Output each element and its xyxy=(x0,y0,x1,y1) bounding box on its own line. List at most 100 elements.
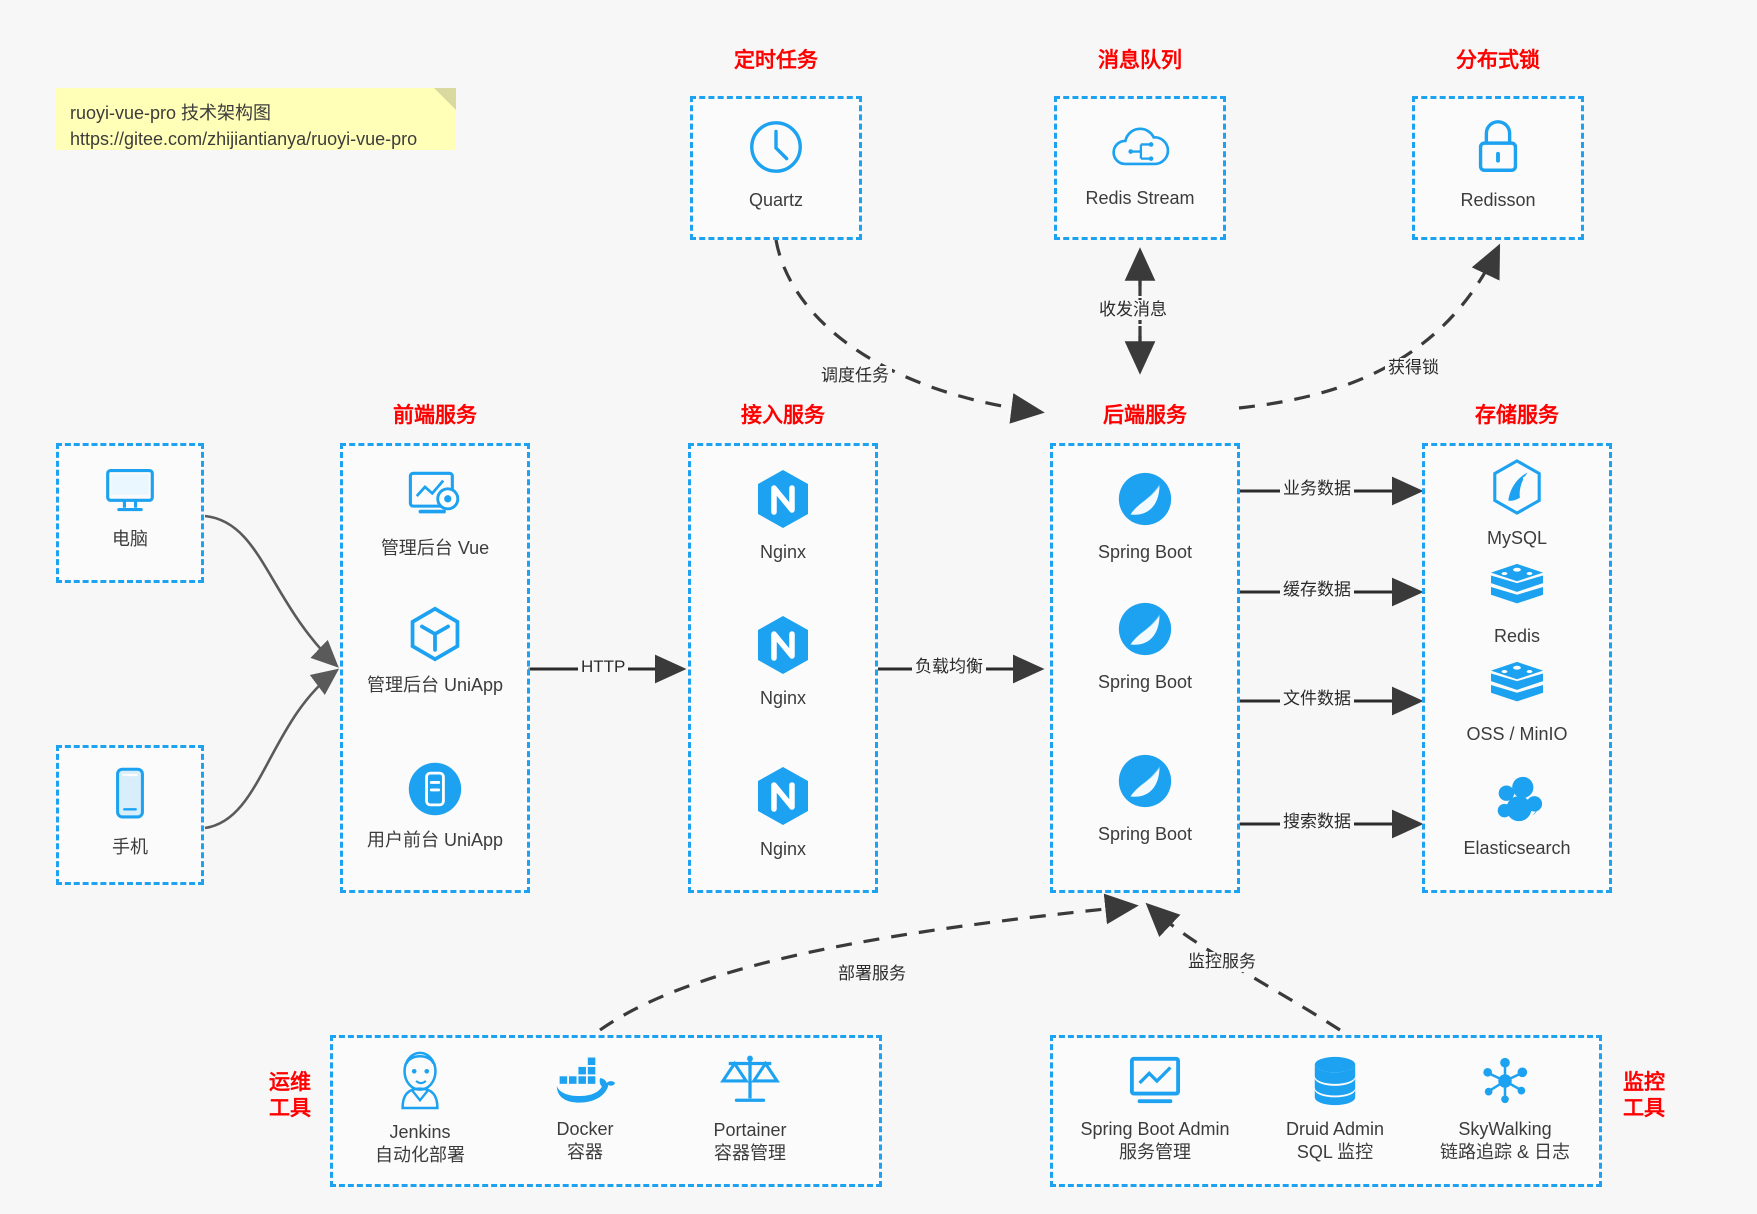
elasticsearch-icon xyxy=(1489,772,1545,831)
node-portainer[interactable]: Portainer 容器管理 xyxy=(670,1050,830,1165)
mobile-icon xyxy=(109,765,151,830)
node-label: Redis Stream xyxy=(1085,188,1195,208)
group-box-frontend xyxy=(340,443,530,893)
database-icon xyxy=(1308,1055,1362,1112)
node-label: 管理后台 Vue xyxy=(380,538,490,558)
node-spring-boot-2[interactable]: Spring Boot xyxy=(1050,598,1240,694)
edge-label-cache-data: 缓存数据 xyxy=(1280,580,1354,600)
node-redisson[interactable]: Redisson xyxy=(1412,116,1584,212)
edge-label-monitor-service: 监控服务 xyxy=(1185,952,1259,972)
note-line-1: ruoyi-vue-pro 技术架构图 xyxy=(70,103,272,123)
group-title-monitoring: 监控 工具 xyxy=(1612,1070,1676,1122)
nginx-icon xyxy=(754,468,812,535)
group-title-storage: 存储服务 xyxy=(1475,404,1559,427)
node-label: OSS / MinIO xyxy=(1466,724,1568,744)
node-label: Portainer xyxy=(713,1120,787,1140)
phone-app-icon xyxy=(406,760,464,823)
group-title-devops-line1: 运维 xyxy=(269,1071,311,1094)
node-sublabel: SQL 监控 xyxy=(1296,1142,1374,1162)
title-note: ruoyi-vue-pro 技术架构图 https://gitee.com/zh… xyxy=(56,88,456,150)
group-title-monitoring-line1: 监控 xyxy=(1623,1071,1665,1094)
edge-label-file-data: 文件数据 xyxy=(1280,689,1354,709)
node-admin-uniapp[interactable]: 管理后台 UniApp xyxy=(340,605,530,697)
node-label: 管理后台 UniApp xyxy=(366,675,504,695)
clock-icon xyxy=(745,116,807,183)
node-docker[interactable]: Docker 容器 xyxy=(505,1055,665,1164)
edge-label-schedule-task: 调度任务 xyxy=(818,366,892,386)
edge-label-business-data: 业务数据 xyxy=(1280,479,1354,499)
group-title-mq: 消息队列 xyxy=(1098,49,1182,72)
node-oss-minio[interactable]: OSS / MinIO xyxy=(1422,660,1612,746)
node-label: Nginx xyxy=(759,542,807,562)
node-skywalking[interactable]: SkyWalking 链路追踪 & 日志 xyxy=(1415,1055,1595,1164)
node-nginx-3[interactable]: Nginx xyxy=(688,765,878,861)
group-box-scheduler xyxy=(690,96,862,240)
node-quartz[interactable]: Quartz xyxy=(690,116,862,212)
edge-label-http: HTTP xyxy=(578,657,629,677)
skywalking-icon xyxy=(1477,1055,1533,1112)
node-sublabel: 容器管理 xyxy=(714,1143,786,1163)
edge-label-send-receive-message: 收发消息 xyxy=(1096,300,1170,320)
note-line-2: https://gitee.com/zhijiantianya/ruoyi-vu… xyxy=(70,129,418,149)
group-box-device-desktop xyxy=(56,443,204,583)
spring-boot-icon xyxy=(1114,598,1176,665)
lock-icon xyxy=(1470,116,1526,183)
edge-label-deploy-service: 部署服务 xyxy=(835,964,909,984)
node-label: Spring Boot xyxy=(1097,672,1193,692)
node-label: Nginx xyxy=(759,839,807,859)
node-spring-boot-3[interactable]: Spring Boot xyxy=(1050,750,1240,846)
node-nginx-1[interactable]: Nginx xyxy=(688,468,878,564)
node-jenkins[interactable]: Jenkins 自动化部署 xyxy=(340,1048,500,1167)
spring-boot-icon xyxy=(1114,468,1176,535)
edge-label-search-data: 搜索数据 xyxy=(1280,812,1354,832)
group-box-lock xyxy=(1412,96,1584,240)
node-label: 电脑 xyxy=(112,529,148,549)
node-label: Docker xyxy=(556,1119,614,1139)
mysql-icon xyxy=(1489,458,1545,521)
node-label: Redis xyxy=(1493,626,1541,646)
redis-icon xyxy=(1488,562,1546,619)
edge-label-load-balance: 负载均衡 xyxy=(912,657,986,677)
group-box-mq xyxy=(1054,96,1226,240)
scales-icon xyxy=(719,1050,781,1113)
monitor-chart-icon xyxy=(1126,1055,1184,1112)
group-title-devops: 运维 工具 xyxy=(258,1070,322,1122)
node-nginx-2[interactable]: Nginx xyxy=(688,614,878,710)
dashboard-gear-icon xyxy=(404,468,466,531)
group-title-monitoring-line2: 工具 xyxy=(1623,1097,1665,1120)
node-druid-admin[interactable]: Druid Admin SQL 监控 xyxy=(1255,1055,1415,1164)
group-title-devops-line2: 工具 xyxy=(269,1097,311,1120)
node-admin-vue[interactable]: 管理后台 Vue xyxy=(340,468,530,560)
node-user-uniapp[interactable]: 用户前台 UniApp xyxy=(340,760,530,852)
cloud-stream-icon xyxy=(1109,120,1171,181)
node-elasticsearch[interactable]: Elasticsearch xyxy=(1422,772,1612,860)
edge-label-acquire-lock: 获得锁 xyxy=(1385,358,1442,378)
node-desktop[interactable]: 电脑 xyxy=(56,465,204,551)
group-box-backend xyxy=(1050,443,1240,893)
node-sublabel: 链路追踪 & 日志 xyxy=(1439,1142,1570,1162)
group-title-lock: 分布式锁 xyxy=(1456,49,1540,72)
node-redis[interactable]: Redis xyxy=(1422,562,1612,648)
node-sublabel: 容器 xyxy=(567,1142,603,1162)
node-mobile[interactable]: 手机 xyxy=(56,765,204,859)
node-spring-boot-admin[interactable]: Spring Boot Admin 服务管理 xyxy=(1060,1055,1250,1164)
node-sublabel: 服务管理 xyxy=(1119,1142,1191,1162)
node-redis-stream[interactable]: Redis Stream xyxy=(1054,120,1226,210)
node-spring-boot-1[interactable]: Spring Boot xyxy=(1050,468,1240,564)
node-mysql[interactable]: MySQL xyxy=(1422,458,1612,550)
node-label: Jenkins xyxy=(389,1122,451,1142)
docker-icon xyxy=(554,1055,616,1112)
group-box-devops xyxy=(330,1035,882,1187)
node-label: SkyWalking xyxy=(1458,1119,1552,1139)
spring-boot-icon xyxy=(1114,750,1176,817)
node-label: Redisson xyxy=(1460,190,1536,210)
desktop-icon xyxy=(100,465,160,522)
node-label: 手机 xyxy=(112,837,148,857)
node-label: Elasticsearch xyxy=(1463,838,1571,858)
note-fold-corner xyxy=(434,88,456,110)
node-sublabel: 自动化部署 xyxy=(375,1145,465,1165)
nginx-icon xyxy=(754,765,812,832)
node-label: Spring Boot xyxy=(1097,824,1193,844)
node-label: Nginx xyxy=(759,688,807,708)
